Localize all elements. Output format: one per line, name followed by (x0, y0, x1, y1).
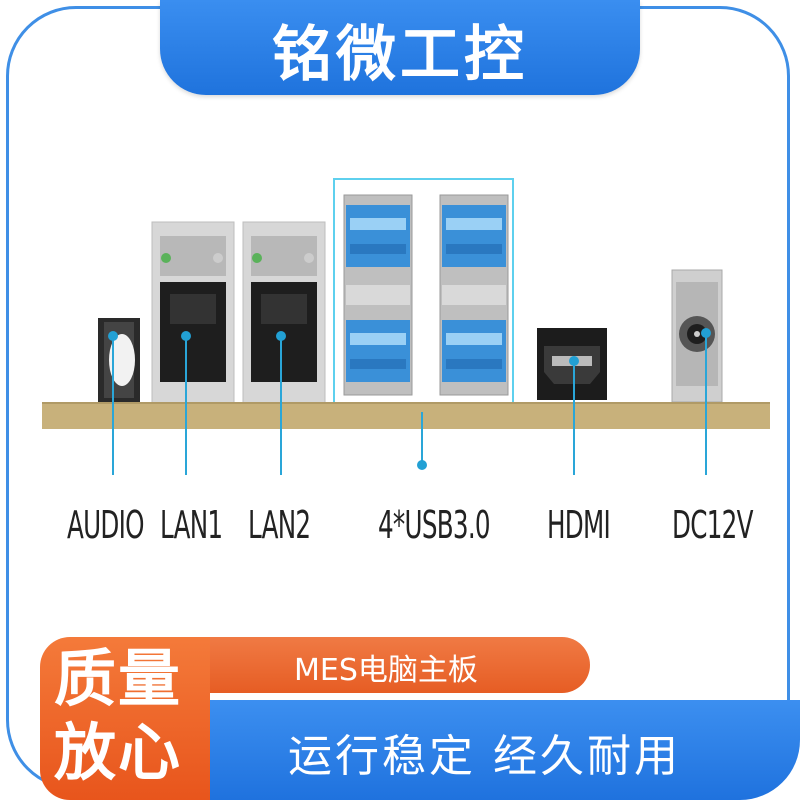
dc-callout-line (705, 332, 707, 475)
brand-banner: 铭微工控 (160, 0, 640, 95)
lan2-label: LAN2 (248, 503, 311, 547)
quality-line2: 放心 (54, 716, 183, 789)
lan1-label: LAN1 (160, 503, 223, 547)
audio-callout-line (112, 335, 114, 475)
dc-jack-icon (671, 269, 723, 403)
hdmi-callout-line (573, 360, 575, 475)
lan2-callout-line (280, 335, 282, 475)
usb-highlight-frame (333, 178, 514, 412)
brand-title: 铭微工控 (272, 20, 528, 90)
quality-line1: 质量 (54, 642, 183, 715)
lan2-port-icon (242, 221, 326, 405)
board-edge (42, 402, 770, 429)
audio-label: AUDIO (67, 503, 145, 547)
usb-callout-line (421, 412, 423, 464)
lan1-port-icon (151, 221, 235, 405)
slogan-bar: 运行稳定 经久耐用 (210, 700, 800, 800)
usb-stack-left-icon (343, 194, 413, 396)
product-name-pill: MES电脑主板 (210, 637, 590, 693)
audio-callout-dot (108, 331, 118, 341)
lan2-callout-dot (276, 331, 286, 341)
lan1-callout-dot (181, 331, 191, 341)
dc-callout-dot (701, 328, 711, 338)
usb-stack-right-icon (439, 194, 509, 396)
usb-label: 4*USB3.0 (378, 503, 491, 547)
hdmi-callout-dot (569, 356, 579, 366)
slogan-text: 运行稳定 经久耐用 (288, 731, 681, 782)
audio-jack-icon (98, 318, 140, 402)
product-name: MES电脑主板 (294, 653, 478, 688)
dc-label: DC12V (672, 503, 753, 547)
lan1-callout-line (185, 335, 187, 475)
hdmi-label: HDMI (547, 503, 611, 547)
quality-text: 质量 放心 (54, 642, 182, 790)
quality-badge: 质量 放心 (40, 637, 210, 800)
usb-callout-dot (417, 460, 427, 470)
